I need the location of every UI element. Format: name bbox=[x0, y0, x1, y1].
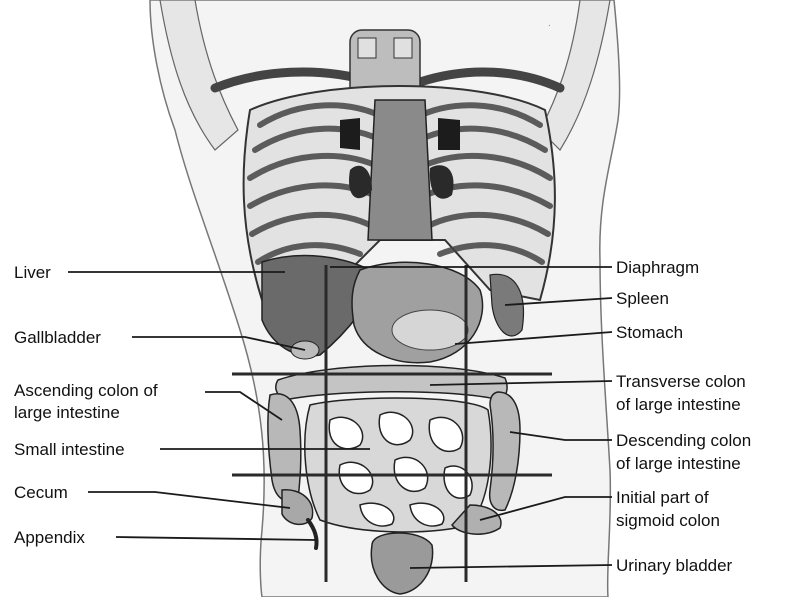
leader-cecum bbox=[88, 492, 290, 508]
label-transverse-colon-line2: of large intestine bbox=[616, 394, 741, 415]
ascending-colon bbox=[268, 394, 301, 502]
label-liver: Liver bbox=[14, 262, 51, 283]
label-urinary-bladder: Urinary bladder bbox=[616, 555, 732, 576]
label-cecum: Cecum bbox=[14, 482, 68, 503]
label-descending-colon-line1: Descending colon bbox=[616, 430, 751, 451]
heart-vessels bbox=[368, 100, 432, 240]
label-gallbladder: Gallbladder bbox=[14, 327, 101, 348]
label-ascending-colon-line2: large intestine bbox=[14, 402, 120, 423]
mark: . bbox=[548, 18, 551, 29]
label-stomach: Stomach bbox=[616, 322, 683, 343]
label-diaphragm: Diaphragm bbox=[616, 257, 699, 278]
label-sigmoid-colon-line1: Initial part of bbox=[616, 487, 709, 508]
label-appendix: Appendix bbox=[14, 527, 85, 548]
label-sigmoid-colon-line2: sigmoid colon bbox=[616, 510, 720, 531]
label-transverse-colon-line1: Transverse colon bbox=[616, 371, 746, 392]
label-spleen: Spleen bbox=[616, 288, 669, 309]
label-descending-colon-line2: of large intestine bbox=[616, 453, 741, 474]
label-ascending-colon-line1: Ascending colon of bbox=[14, 380, 158, 401]
label-small-intestine: Small intestine bbox=[14, 439, 125, 460]
